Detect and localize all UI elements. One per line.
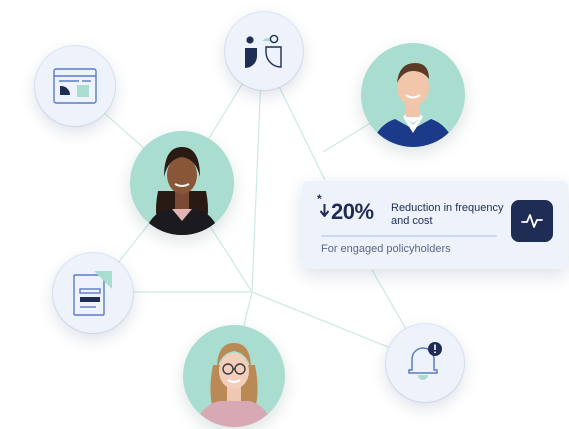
activity-pulse-icon — [521, 214, 543, 228]
document-node — [53, 253, 133, 333]
avatar-woman-glasses — [183, 325, 285, 427]
avatar-woman-dark-hair — [130, 131, 234, 235]
stat-value: 20% — [331, 199, 374, 224]
dashboard-window-icon — [53, 68, 97, 104]
arrow-down-icon — [320, 204, 329, 217]
people-group-icon — [245, 34, 282, 68]
notification-bell-alert-icon — [408, 342, 442, 380]
activity-icon-box — [511, 200, 553, 242]
people-group-node — [225, 12, 303, 90]
stat-description: Reduction in frequency and cost — [391, 202, 504, 227]
document-icon — [73, 271, 112, 316]
avatar-man — [361, 43, 465, 147]
stat-asterisk: * — [317, 192, 322, 206]
stat-card: * 20% Reduction in frequency and cost Fo… — [302, 181, 568, 269]
stat-divider — [321, 235, 497, 237]
dashboard-node — [35, 46, 115, 126]
stat-subtext: For engaged policyholders — [321, 243, 451, 255]
notification-bell-node — [386, 324, 464, 402]
